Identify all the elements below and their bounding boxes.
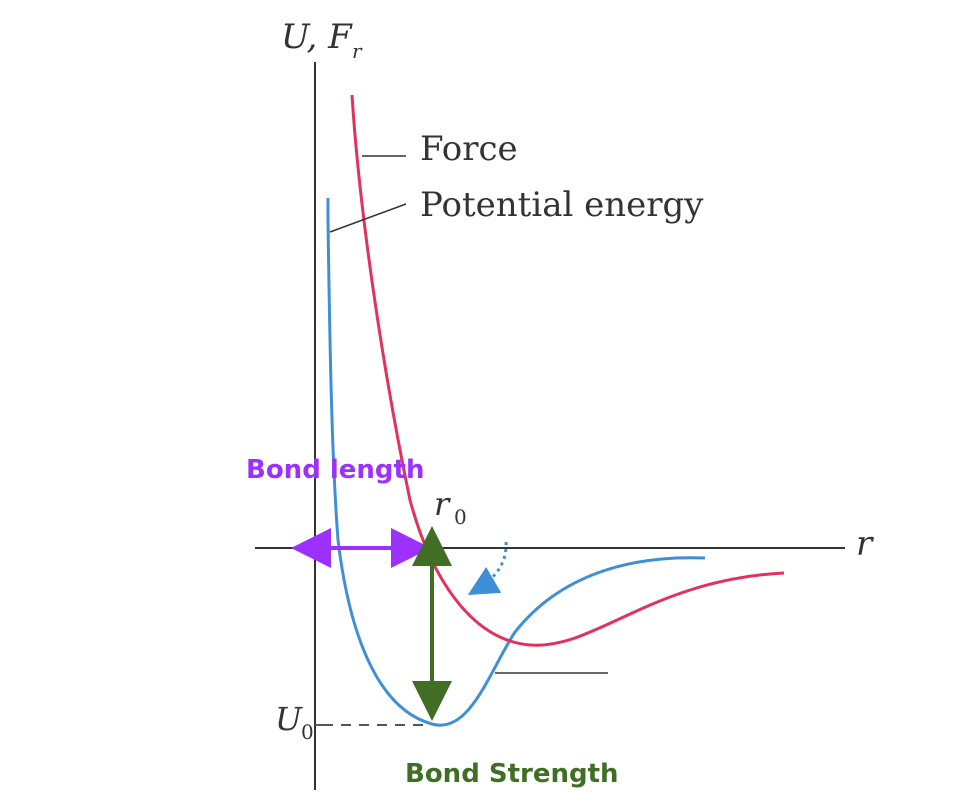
y-axis-label: U, F [281, 17, 353, 57]
potential-energy-label: Potential energy [420, 185, 704, 225]
bond-strength-label: Bond Strength [405, 759, 619, 789]
potential-energy-curve [326, 198, 706, 727]
dotted-curved-arrow [467, 541, 508, 596]
bond-length-label: Bond length [246, 455, 424, 485]
force-label: Force [420, 129, 518, 169]
r0-label-main: r [434, 485, 451, 523]
u0-label-subscript: 0 [301, 720, 314, 744]
u0-label-main: U [275, 700, 303, 738]
r0-label-subscript: 0 [454, 505, 467, 529]
force-curve [350, 94, 785, 647]
potential-energy-leader-line [329, 203, 407, 233]
y-axis-label-subscript: r [352, 39, 363, 63]
x-axis-label: r [856, 524, 874, 564]
